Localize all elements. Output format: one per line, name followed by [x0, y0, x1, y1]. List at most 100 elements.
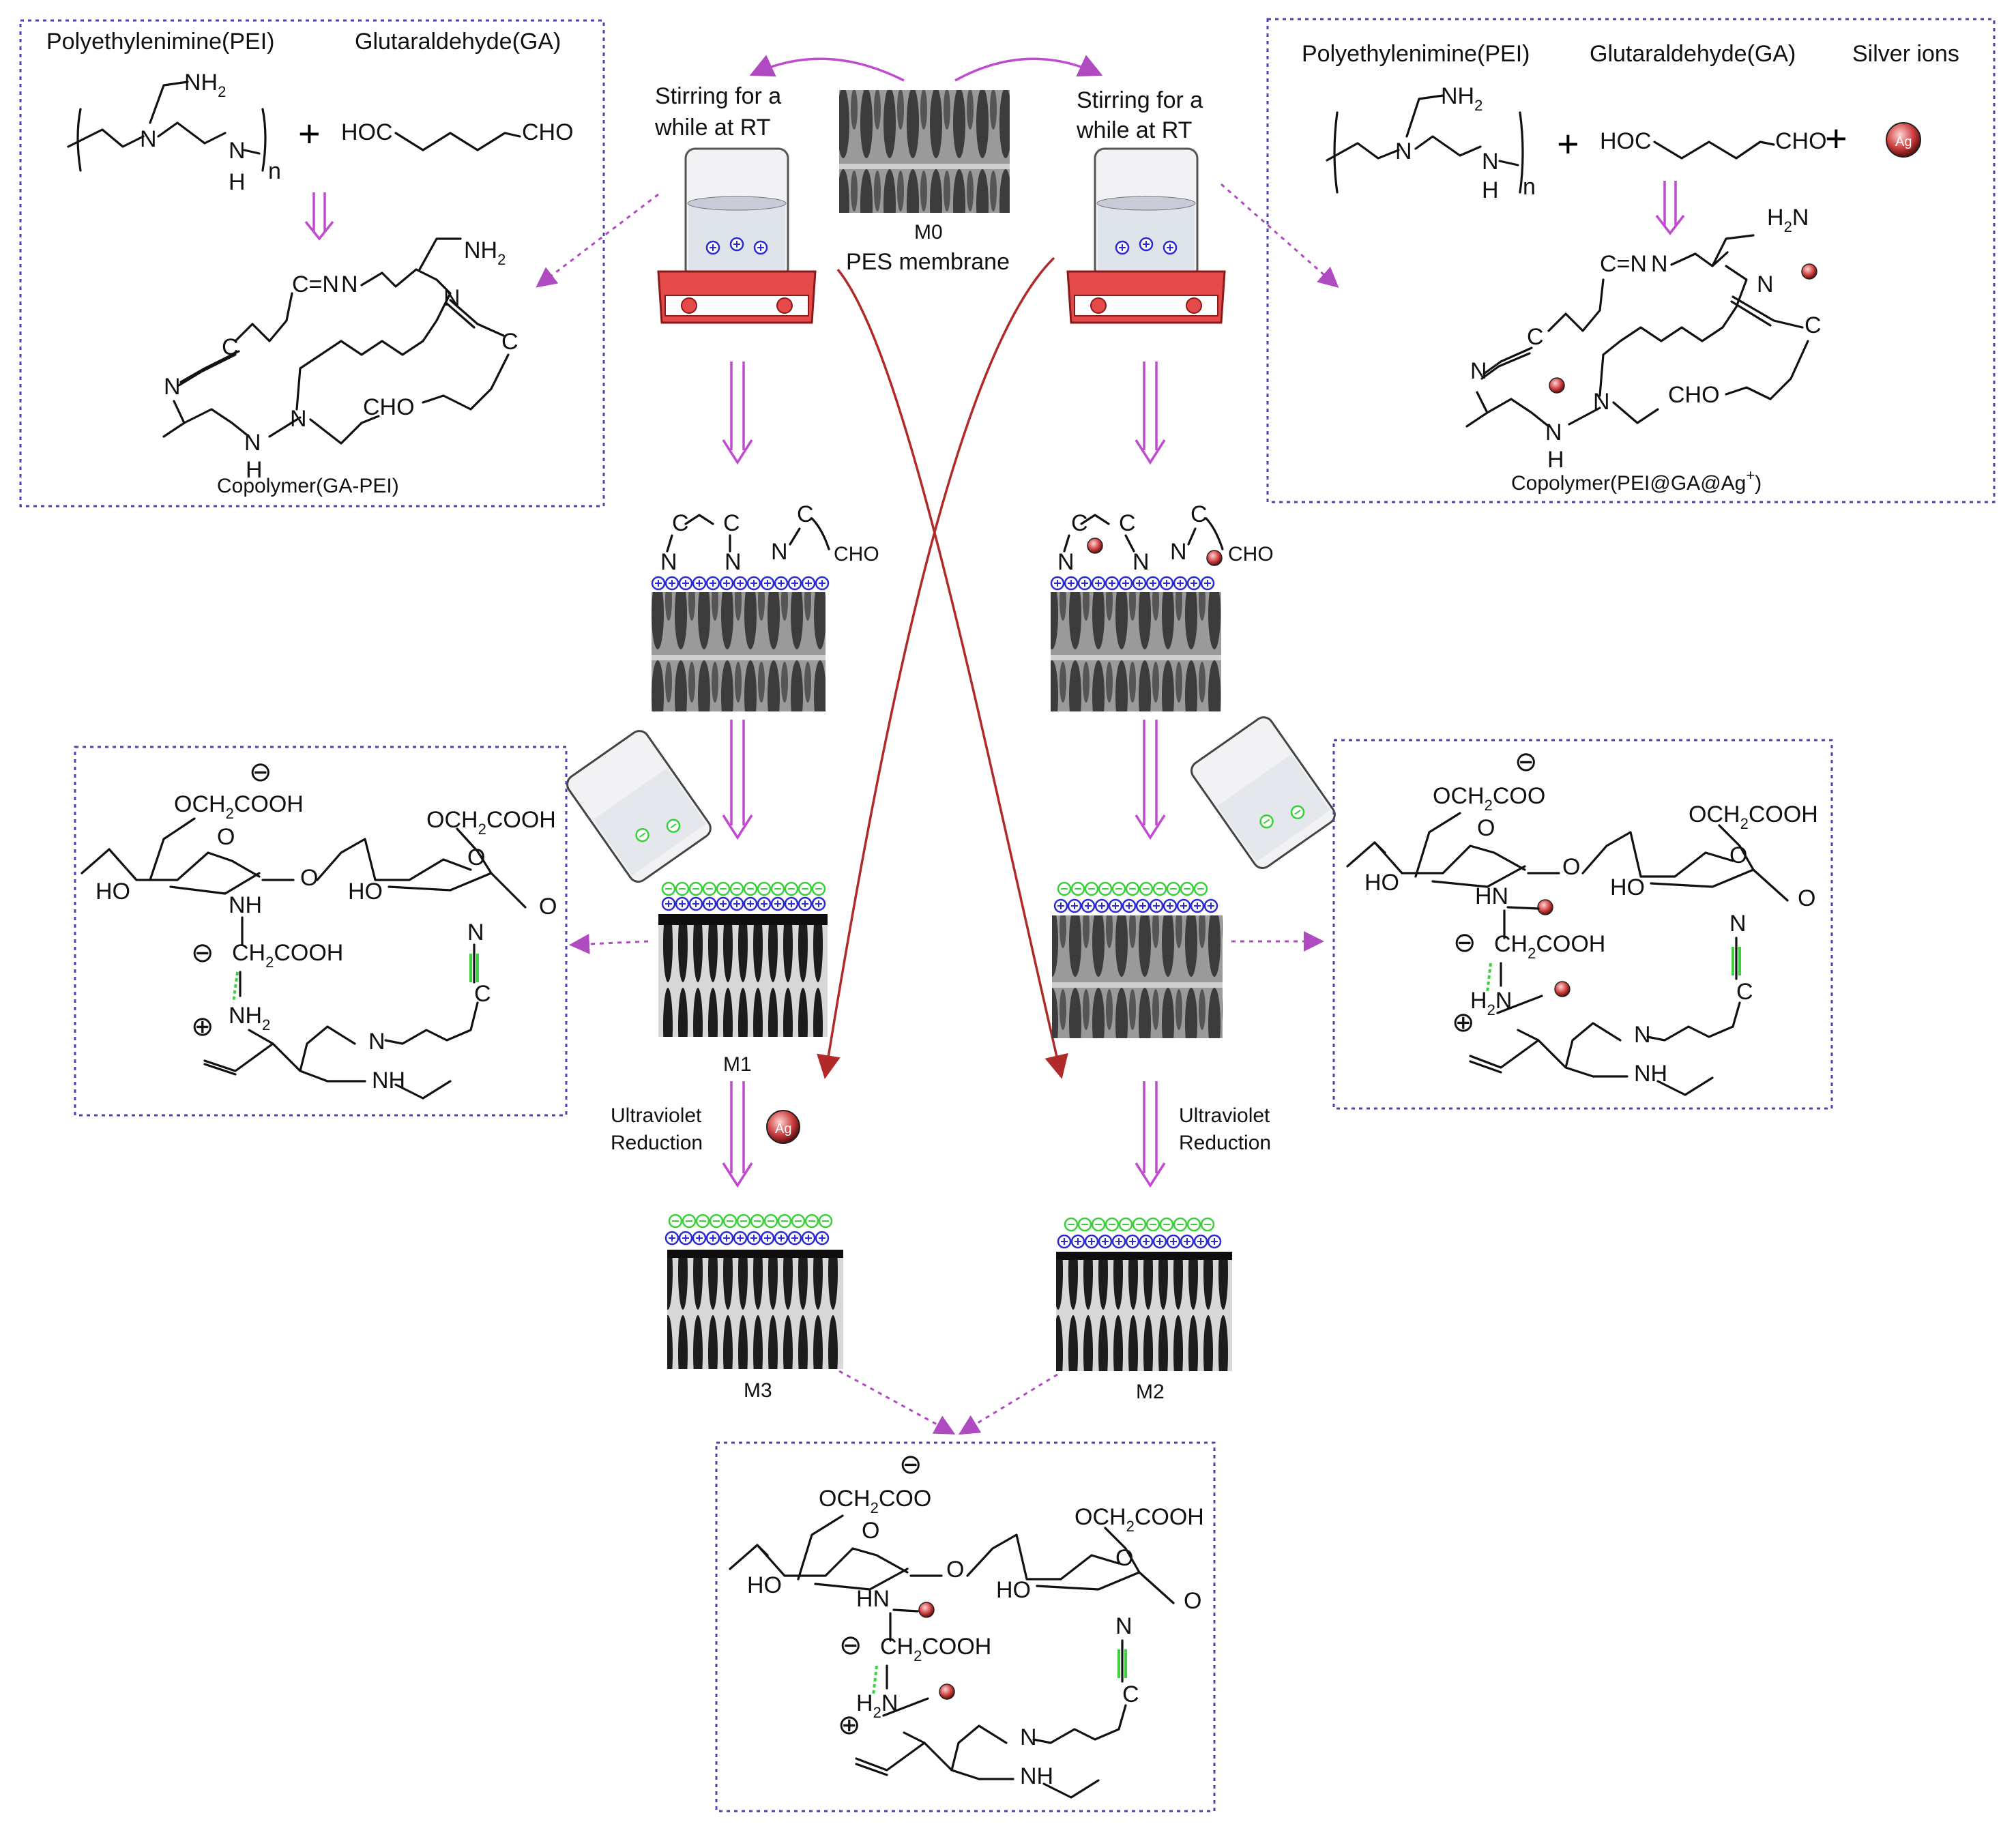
positive-charge-layer — [1057, 1234, 1222, 1249]
h2n: H2N — [1470, 988, 1512, 1018]
m2-intermediate-membrane — [1052, 881, 1223, 1038]
chain-cho: CHO — [834, 543, 879, 565]
och2cooh-1: OCH2COOH — [174, 791, 304, 822]
arrow-to-right-beaker — [954, 55, 1103, 82]
product-cho: CHO — [1668, 382, 1720, 408]
pei-ga-ag-coated-membrane: C C N N N C CHO — [1050, 501, 1274, 711]
reagent-pei-label: Polyethylenimine(PEI) — [46, 29, 274, 55]
pei-n-subscript: n — [268, 158, 281, 184]
hydrogen-bond — [872, 1665, 878, 1696]
positive-charge-layer — [664, 1231, 830, 1246]
positive-charge: ⊕ — [1452, 1008, 1475, 1038]
negative-charge-layer — [1057, 881, 1208, 896]
pei-bracket-left — [76, 108, 82, 172]
chain-c1: C — [1071, 510, 1088, 536]
pei-n: N — [1395, 138, 1412, 164]
pei-backbone-1 — [67, 128, 145, 148]
chain-bonds — [1063, 514, 1224, 553]
nh: NH — [229, 892, 262, 918]
pei-h: H — [229, 169, 246, 195]
stir-left-line1: Stirring for a — [655, 83, 781, 109]
hn: HN — [856, 1586, 890, 1612]
ga-chain — [394, 132, 521, 151]
silver-ion-icon — [1554, 981, 1571, 997]
m3-membrane: M3 — [664, 1214, 843, 1402]
double-arrow-icon — [1135, 720, 1166, 840]
chain-c2: C — [723, 510, 740, 536]
plus-sign-2: + — [1825, 117, 1847, 160]
double-arrow-icon — [304, 192, 334, 241]
silver-ion-icon — [1087, 538, 1103, 554]
n-2: N — [1634, 1022, 1651, 1048]
positive-charge-layer — [1050, 576, 1215, 591]
positive-charge-layer — [651, 576, 830, 591]
reagent-ga-label: Glutaraldehyde(GA) — [1590, 41, 1796, 67]
silver-ion-icon — [918, 1602, 935, 1618]
m1-interaction-panel: ⊖ OCH2COOH OCH2COOH O O O HO HO O NH N ⊖… — [74, 746, 568, 1117]
negative-charge-2: ⊖ — [839, 1630, 862, 1660]
sugar-skeleton — [81, 817, 527, 1100]
pei-ga-copolymer-panel: Polyethylenimine(PEI) Glutaraldehyde(GA)… — [19, 19, 605, 508]
sem-membrane-image — [1056, 1252, 1232, 1371]
pei-backbone-3 — [243, 149, 261, 155]
stir-left-line2: while at RT — [654, 115, 770, 141]
och2cooh: OCH2COOH — [1075, 1504, 1204, 1535]
silver-ion-icon — [1537, 899, 1553, 915]
pei-nh2: NH2 — [184, 70, 226, 100]
uv-right-line1: Ultraviolet — [1179, 1104, 1270, 1127]
ga-hoc: HOC — [1600, 128, 1652, 154]
pei-bracket-right — [1519, 111, 1524, 194]
pei-bracket-right — [261, 108, 267, 172]
negative-charge-layer — [661, 881, 826, 896]
nh2: NH2 — [229, 1003, 270, 1033]
ch2cooh: CH2COOH — [880, 1634, 991, 1664]
och2coo: OCH2COO — [1433, 783, 1545, 814]
pei-h: H — [1482, 177, 1499, 203]
silver-ion-icon: Ag — [1886, 122, 1921, 158]
product-nh: N — [1545, 420, 1562, 445]
product-skeleton — [162, 237, 510, 445]
negative-charge-2: ⊖ — [191, 938, 214, 968]
end-o: O — [1184, 1588, 1201, 1614]
dashed-arrow-to-right-panel — [1221, 183, 1339, 288]
ring-o-1: O — [217, 824, 235, 850]
silver-ion-icon — [939, 1684, 955, 1700]
double-arrow-icon — [722, 1081, 753, 1188]
negative-charge-layer — [668, 1214, 833, 1229]
product-c2: C — [1805, 312, 1822, 338]
beaker-on-stirrer-icon — [657, 147, 817, 324]
m1-membrane: M1 — [658, 881, 828, 1076]
plus-sign: + — [1557, 122, 1579, 165]
product-h: H — [1547, 447, 1564, 473]
pei-n: N — [140, 126, 157, 152]
green-double-bond — [1732, 947, 1741, 975]
panel-border — [74, 746, 568, 1117]
pei-side-chain — [149, 80, 189, 124]
hydrogen-bond — [232, 971, 239, 1003]
sem-membrane-image — [658, 914, 828, 1037]
dashed-arrow-to-left-panel — [536, 193, 659, 288]
ch2cooh: CH2COOH — [232, 940, 343, 971]
m0-caption: PES membrane — [846, 249, 1010, 275]
product-cho: CHO — [363, 394, 415, 420]
positive-charge-layer — [661, 896, 826, 911]
panel-border — [1266, 18, 1996, 503]
m2-membrane: M2 — [1056, 1217, 1232, 1403]
product-c2: C — [501, 329, 518, 355]
pei-nh2: NH2 — [1441, 83, 1482, 114]
och2cooh-2: OCH2COOH — [426, 807, 556, 838]
reagent-silver-label: Silver ions — [1852, 41, 1959, 67]
pei-backbone-2 — [157, 121, 227, 145]
dense-top-layer — [658, 914, 828, 925]
chain-n1: N — [660, 549, 677, 575]
n-1: N — [467, 920, 484, 945]
sugar-skeleton — [729, 1514, 1175, 1799]
product-c-n: C=N — [292, 271, 339, 297]
pei-ga-ag-copolymer-panel: Polyethylenimine(PEI) Glutaraldehyde(GA)… — [1266, 18, 1996, 503]
silver-ion-icon — [1801, 263, 1817, 280]
m3-label: M3 — [744, 1379, 772, 1402]
negative-charge-layer — [1064, 1217, 1215, 1232]
silver-ion-icon: Ag — [766, 1110, 800, 1144]
chain-bonds — [666, 514, 830, 553]
